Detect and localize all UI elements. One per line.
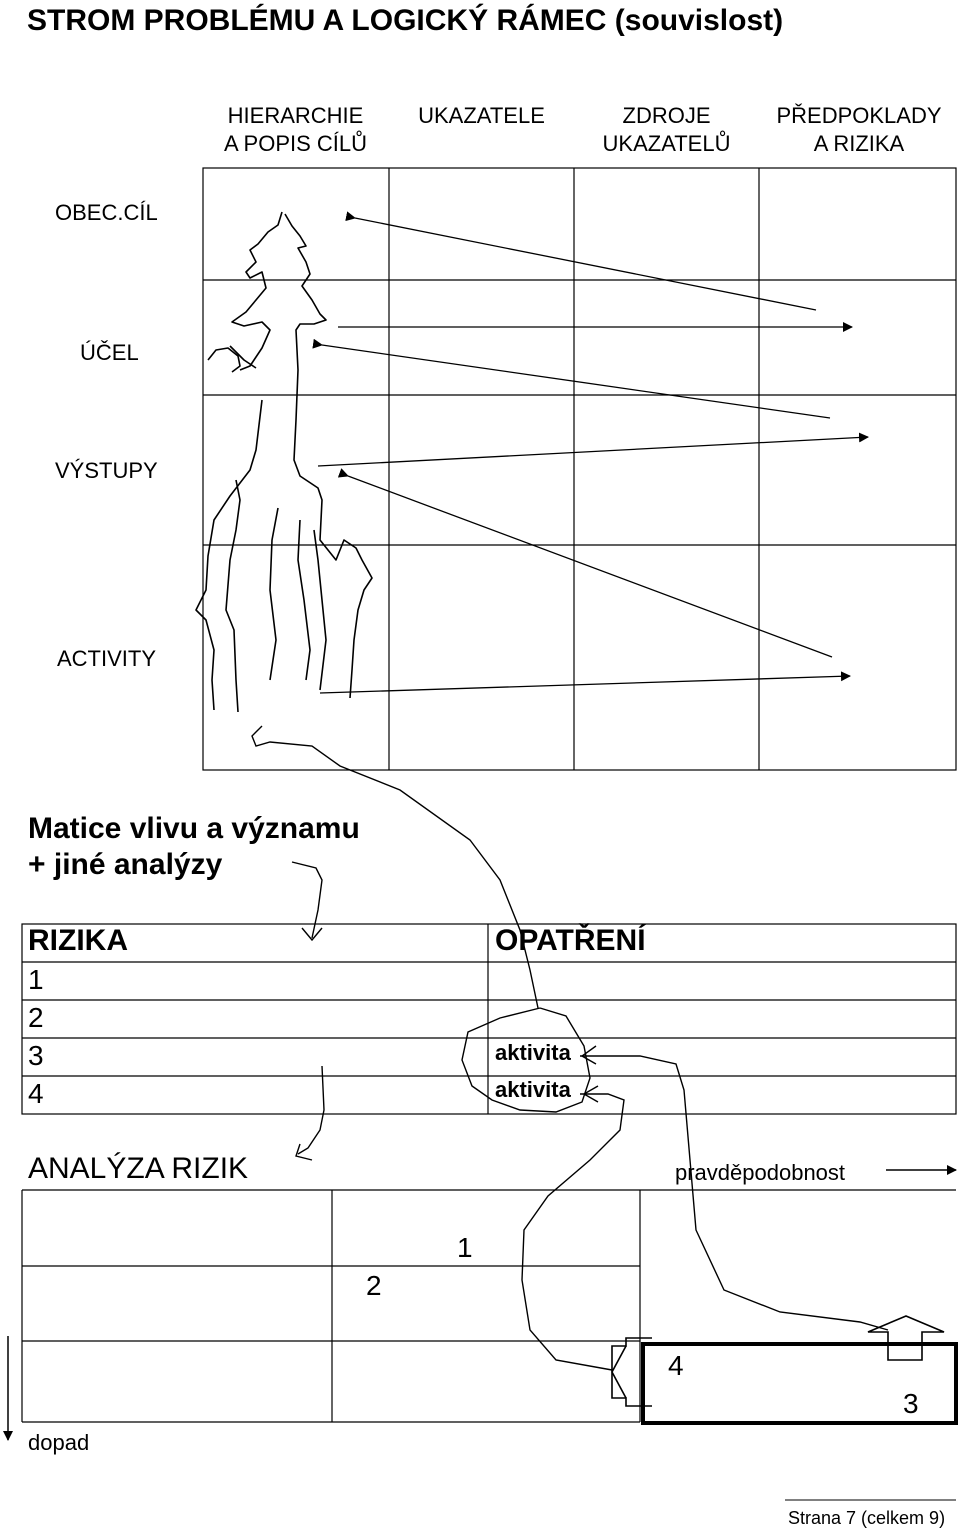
row-label-overall-goal: OBEC.CÍL — [55, 200, 158, 225]
block-arrow-up — [867, 1315, 945, 1361]
risk3-to-measure-arrow — [580, 1055, 889, 1331]
logframe-arrows — [312, 211, 869, 694]
y-axis-label-impact: dopad — [28, 1430, 90, 1455]
measures-loop — [461, 1007, 591, 1113]
risk4-to-measure-arrow — [521, 1093, 625, 1371]
risk-item: 4 — [28, 1078, 44, 1109]
row-label-outputs: VÝSTUPY — [55, 458, 158, 483]
row-label-purpose: ÚČEL — [80, 340, 139, 365]
page-title: STROM PROBLÉMU A LOGICKÝ RÁMEC (souvislo… — [27, 4, 784, 37]
analysis-to-risks-arrow — [291, 861, 323, 939]
analysis-note-line-2: + jiné analýzy — [28, 848, 223, 881]
measure-item: aktivita — [495, 1040, 571, 1065]
row-label-activities: ACTIVITY — [57, 646, 157, 671]
risk-cell-label: 3 — [903, 1388, 919, 1419]
high-risk-cell — [641, 1342, 958, 1425]
risks-to-analysis-arrow — [297, 1065, 325, 1155]
block-arrow-left — [611, 1337, 652, 1407]
column-header-hierarchy: HIERARCHIE A POPIS CÍLŮ — [223, 103, 368, 156]
x-axis-label-probability: pravděpodobnost — [675, 1160, 846, 1185]
risk-measures-table — [21, 923, 957, 1115]
logframe-grid — [202, 167, 957, 771]
risk-analysis-grid — [21, 1189, 956, 1423]
measure-item: aktivita — [495, 1077, 571, 1102]
column-header-indicator-sources: ZDROJE UKAZATELŮ — [602, 103, 731, 156]
column-header-assumptions-risks: PŘEDPOKLADY A RIZIKA — [776, 103, 942, 156]
risk-item: 3 — [28, 1040, 44, 1071]
risk-cell-label: 2 — [366, 1270, 382, 1301]
risk-item: 1 — [28, 964, 44, 995]
problem-tree-sketch — [195, 211, 373, 713]
column-header-indicators: UKAZATELE — [418, 103, 545, 128]
risks-header: RIZIKA — [28, 924, 128, 957]
risk-item: 2 — [28, 1002, 44, 1033]
risk-cell-label: 4 — [668, 1350, 684, 1381]
risk-analysis-title: ANALÝZA RIZIK — [28, 1152, 249, 1185]
page-footer: Strana 7 (celkem 9) — [788, 1508, 946, 1528]
activities-to-measures-curve — [251, 725, 539, 1009]
analysis-note-line-1: Matice vlivu a významu — [28, 812, 360, 845]
risk-cell-label: 1 — [457, 1232, 473, 1263]
